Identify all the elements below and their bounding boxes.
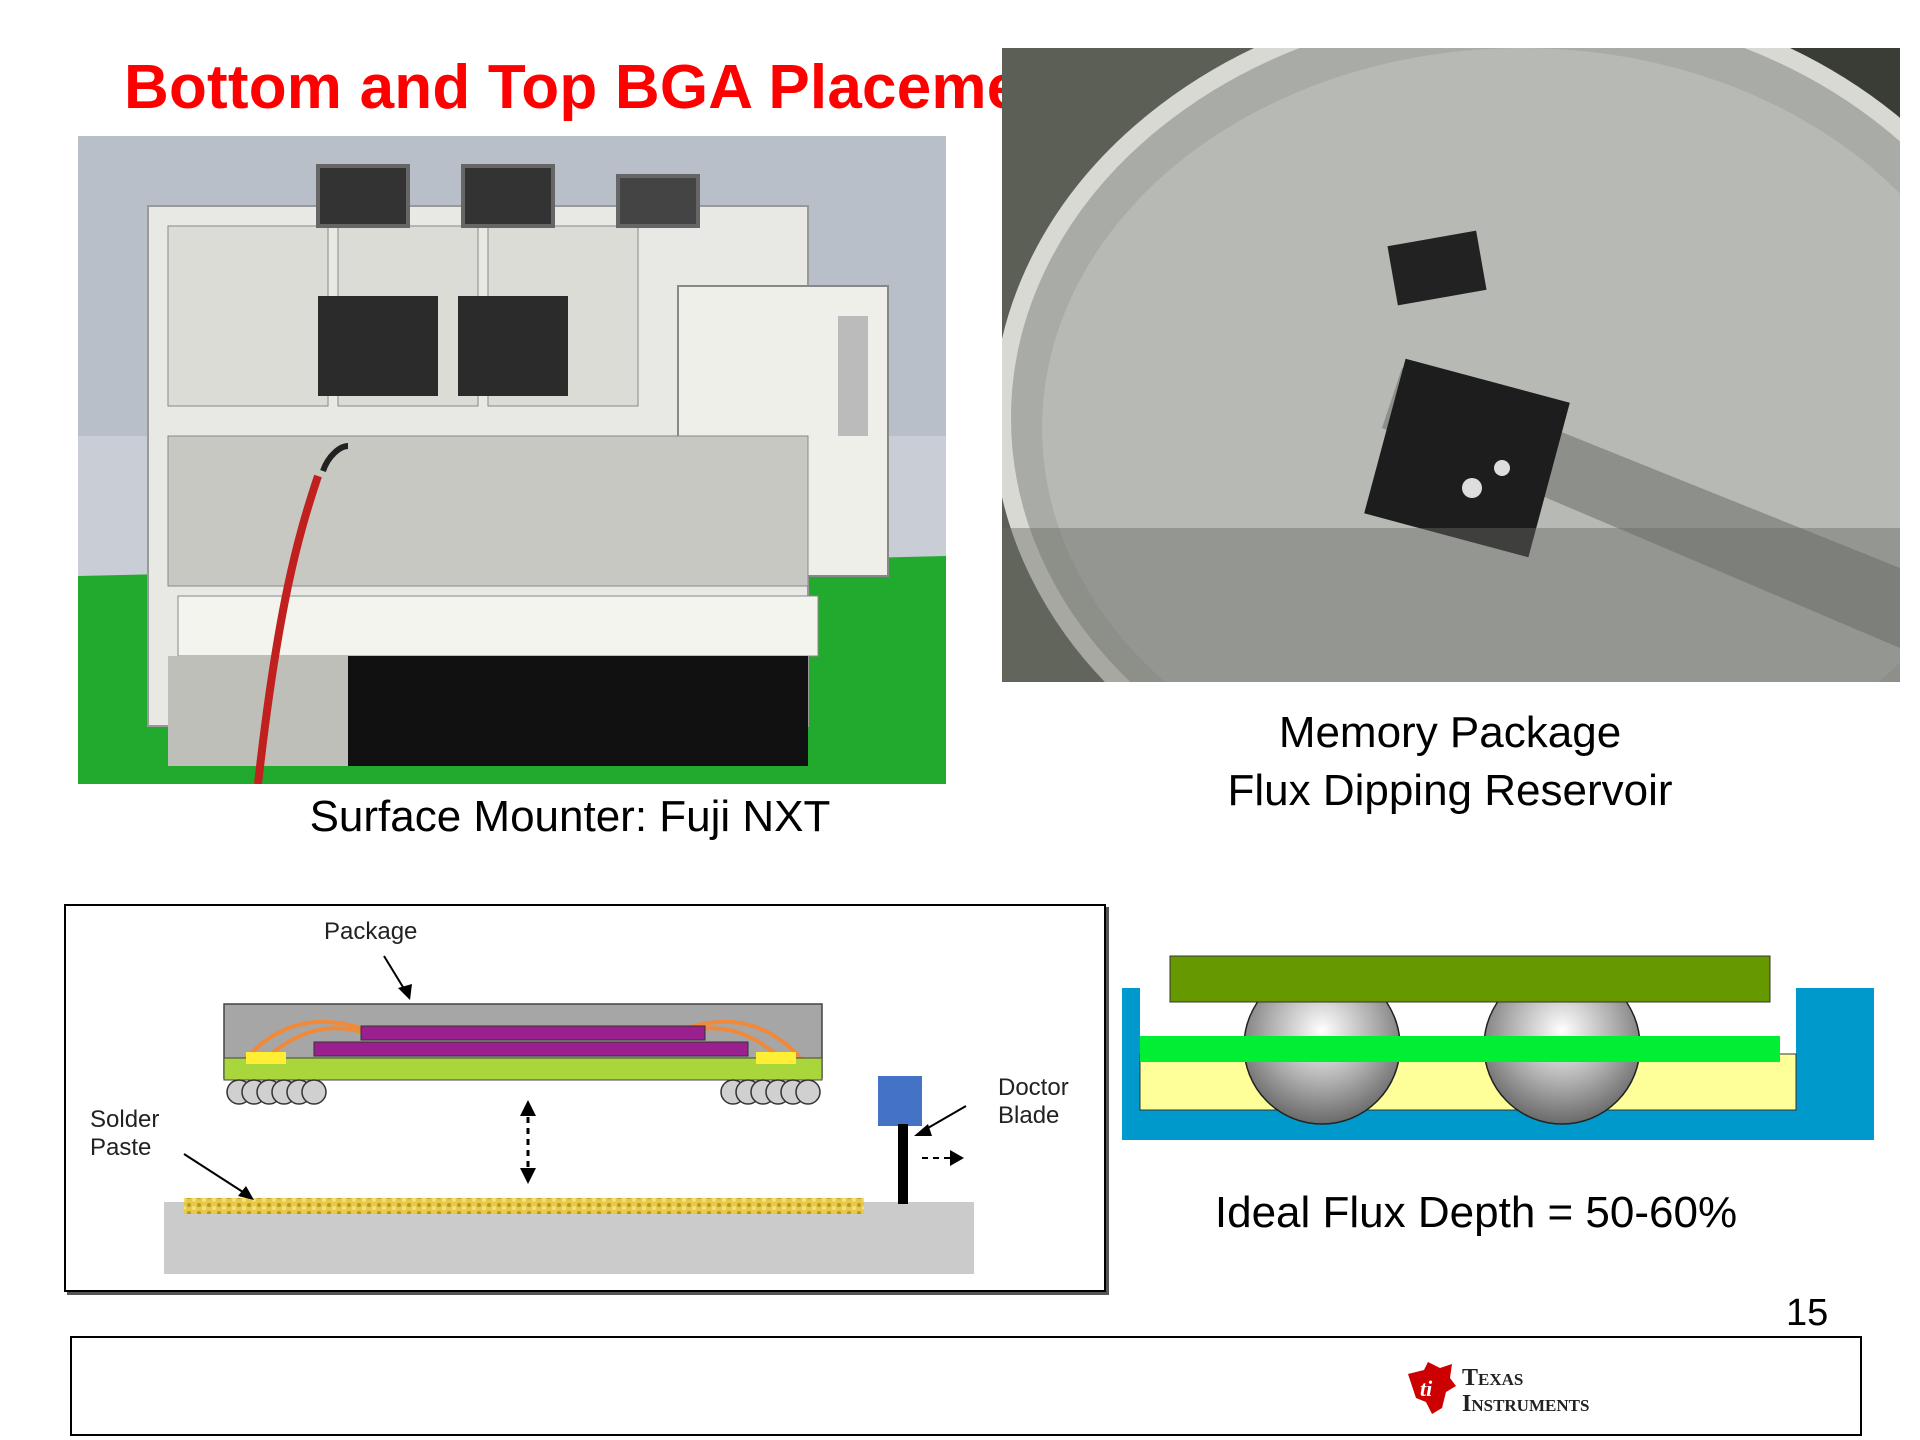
package-placement-diagram: Package Solder Paste Doctor Blade: [64, 904, 1106, 1292]
package-substrate: [1169, 955, 1771, 1003]
footer-bar: ti Texas Instruments: [70, 1336, 1862, 1436]
svg-text:ti: ti: [1420, 1376, 1433, 1401]
flux-reservoir-illustration: [1002, 48, 1900, 682]
solder-paste-label-line1: Solder: [90, 1106, 160, 1133]
flux-depth-caption: Ideal Flux Depth = 50-60%: [1214, 1188, 1738, 1237]
ti-logo-line2: Instruments: [1462, 1391, 1590, 1417]
doctor-blade-label-line2: Blade: [998, 1102, 1060, 1129]
flux-depth-svg: [1122, 955, 1874, 1140]
package-placement-svg: [164, 955, 974, 1274]
doctor-blade-label-line1: Doctor: [998, 1074, 1069, 1101]
package-label: Package: [324, 918, 418, 945]
reservoir-caption-line2: Flux Dipping Reservoir: [1227, 766, 1673, 815]
reservoir-caption-line1: Memory Package: [1278, 708, 1622, 757]
surface-mounter-illustration: [78, 136, 946, 784]
solder-paste-label-line2: Paste: [90, 1134, 152, 1161]
ti-logo-line1: Texas: [1462, 1365, 1524, 1391]
surface-mounter-caption: Surface Mounter: Fuji NXT: [309, 792, 831, 841]
page-number: 15: [1786, 1292, 1829, 1334]
surface-mounter-photo: [78, 136, 946, 784]
ti-logo-icon: ti: [1408, 1362, 1456, 1414]
flux-layer: [1140, 1036, 1780, 1062]
texas-instruments-logo: ti Texas Instruments: [1402, 1360, 1652, 1416]
slide-title: Bottom and Top BGA Placement: [124, 53, 1081, 122]
flux-depth-diagram: [1122, 950, 1882, 1150]
flux-reservoir-photo: [1002, 48, 1900, 682]
